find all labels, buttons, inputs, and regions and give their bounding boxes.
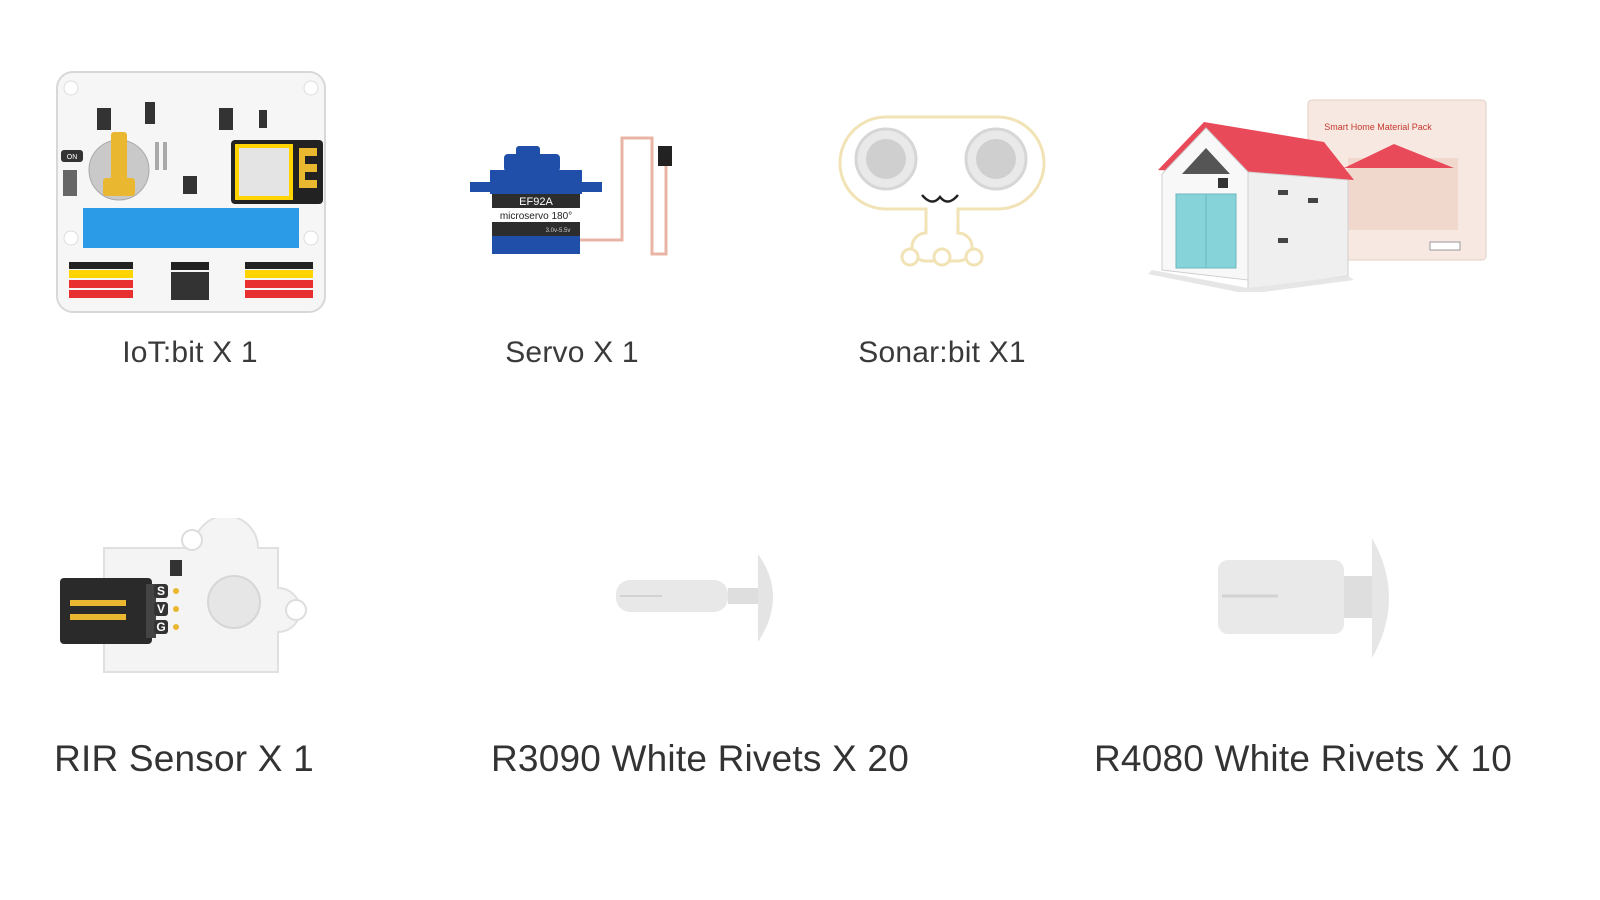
- servo-name-text: microservo 180°: [500, 211, 572, 222]
- r3090-rivet-item: [612, 550, 788, 646]
- sonar-bit-item: [838, 115, 1046, 277]
- pin-g-text: G: [156, 620, 165, 634]
- pin-s-text: S: [157, 584, 165, 598]
- servo-spec-text: 3.0v-5.5v: [546, 228, 571, 234]
- pack-title-text: Smart Home Material Pack: [1324, 122, 1432, 132]
- smart-home-house-kit-image: Smart Home Material Pack: [1148, 99, 1487, 292]
- iot-bit-label: IoT:bit X 1: [122, 336, 258, 369]
- iot-bit-board-image: ON: [56, 71, 326, 313]
- rir-sensor-item: S V G: [58, 518, 314, 676]
- pin-v-text: V: [157, 602, 165, 616]
- r3090-rivet-image: [616, 554, 773, 642]
- servo-item: EF92A microservo 180° 3.0v-5.5v: [470, 132, 680, 258]
- servo-label: Servo X 1: [505, 336, 639, 369]
- servo-motor-image: EF92A microservo 180° 3.0v-5.5v: [470, 136, 672, 256]
- sonar-bit-image: [838, 115, 1046, 267]
- board-switch-text: ON: [67, 154, 78, 161]
- r3090-rivet-label: R3090 White Rivets X 20: [491, 738, 909, 779]
- smart-home-item: Smart Home Material Pack: [1148, 98, 1490, 292]
- servo-model-text: EF92A: [519, 196, 553, 208]
- r4080-rivet-item: [1214, 536, 1394, 660]
- r4080-rivet-image: [1218, 538, 1389, 658]
- iot-bit-item: ON: [55, 70, 327, 315]
- rir-sensor-image: S V G: [60, 518, 307, 673]
- rir-sensor-label: RIR Sensor X 1: [54, 738, 314, 779]
- r4080-rivet-label: R4080 White Rivets X 10: [1094, 738, 1512, 779]
- sonar-bit-label: Sonar:bit X1: [858, 336, 1026, 369]
